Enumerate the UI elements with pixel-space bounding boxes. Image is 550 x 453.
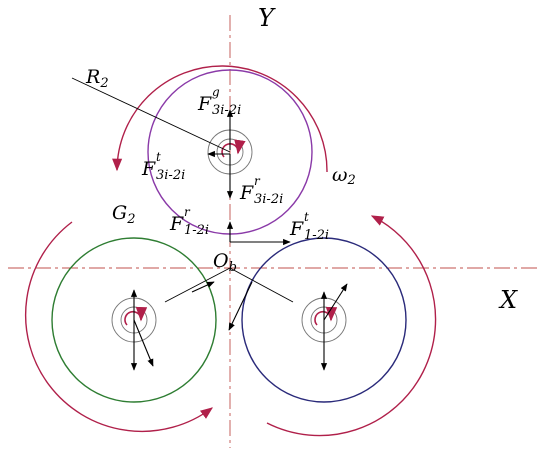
ob-to-right-contact xyxy=(229,267,294,303)
y-axis-label: Y xyxy=(258,4,276,32)
top-rotation-arrow xyxy=(112,65,328,173)
left-gear-force-diag xyxy=(133,319,154,367)
gear-label: G2 xyxy=(112,202,135,227)
svg-text:F: F xyxy=(239,182,254,204)
radius-label: R2 xyxy=(85,66,109,91)
right-gear-circle xyxy=(241,237,407,403)
right-rotation-arrow xyxy=(266,215,437,437)
svg-text:F: F xyxy=(197,93,212,115)
radius-leader-line xyxy=(71,77,231,153)
force-label-f1-r: F r 1-2i xyxy=(169,205,209,238)
svg-text:g: g xyxy=(212,85,220,99)
svg-text:t: t xyxy=(304,210,309,224)
force-label-f3-r: F r 3i-2i xyxy=(239,174,283,207)
x-axis-label: X xyxy=(498,286,518,314)
svg-text:r: r xyxy=(254,174,261,188)
svg-text:F: F xyxy=(141,158,156,180)
svg-text:1-2i: 1-2i xyxy=(304,228,329,243)
svg-text:3i-2i: 3i-2i xyxy=(156,168,185,183)
left-rotation-arrow xyxy=(24,221,214,433)
svg-text:t: t xyxy=(156,150,161,164)
contact-arrow-right xyxy=(228,281,253,331)
left-gear-circle xyxy=(51,237,217,403)
angular-velocity-label: ω2 xyxy=(332,164,356,188)
svg-text:r: r xyxy=(184,205,191,219)
svg-text:3i-2i: 3i-2i xyxy=(254,192,283,207)
origin-label: Ob xyxy=(213,250,237,275)
right-gear-force-diag xyxy=(323,283,348,321)
svg-text:F: F xyxy=(169,213,184,235)
ob-to-left-contact xyxy=(164,267,231,303)
svg-text:F: F xyxy=(289,218,304,240)
force-label-f1-t: F t 1-2i xyxy=(289,210,329,243)
svg-text:1-2i: 1-2i xyxy=(184,223,209,238)
force-label-f3-g: F g 3i-2i xyxy=(197,85,241,118)
force-label-f3-t: F t 3i-2i xyxy=(141,150,185,183)
contact-arrow-left xyxy=(191,281,215,293)
svg-text:3i-2i: 3i-2i xyxy=(212,103,241,118)
